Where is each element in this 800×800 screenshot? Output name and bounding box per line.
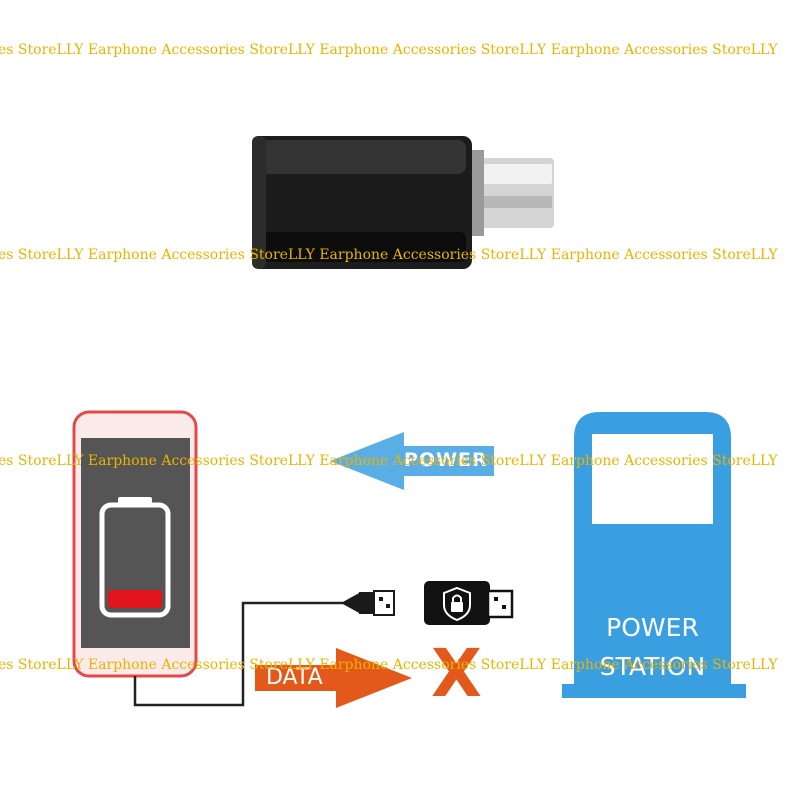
station-label-line1: POWER <box>606 613 699 642</box>
watermark-text: es StoreLLY Earphone Accessories StoreLL… <box>0 657 778 673</box>
usb-c-adapter <box>252 136 554 269</box>
usb-plug-icon <box>341 590 395 616</box>
station-window <box>592 434 713 524</box>
power-arrow-label: POWER <box>404 449 488 471</box>
phone <box>72 410 198 678</box>
battery-low-icon <box>99 497 171 618</box>
power-station <box>562 412 746 698</box>
battery-level <box>108 590 162 608</box>
data-arrow <box>255 648 412 708</box>
security-lock-usb-icon <box>424 581 514 625</box>
watermark-text: es StoreLLY Earphone Accessories StoreLL… <box>0 247 778 263</box>
power-arrow <box>330 432 494 490</box>
watermark-text: es StoreLLY Earphone Accessories StoreLL… <box>0 42 778 58</box>
data-arrow-label: DATA <box>266 665 323 690</box>
blocked-mark: X <box>431 635 482 712</box>
station-label-line2: STATION <box>599 652 706 681</box>
cable <box>133 601 343 707</box>
station-base <box>562 684 746 698</box>
watermark-text: es StoreLLY Earphone Accessories StoreLL… <box>0 453 778 469</box>
